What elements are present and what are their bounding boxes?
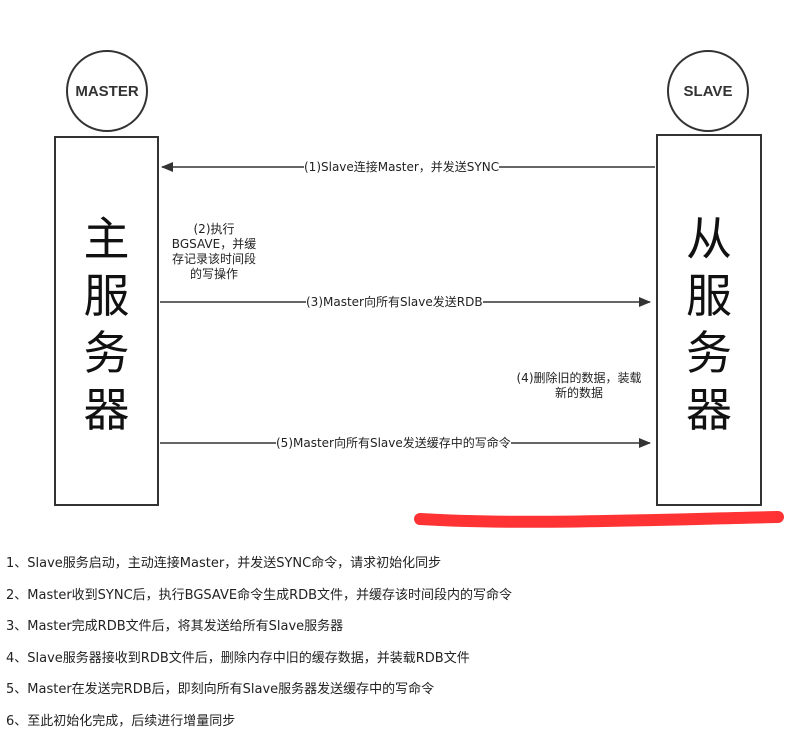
note-master-bgsave: (2)执行 BGSAVE，并缓 存记录该时间段 的写操作 <box>162 222 266 282</box>
step-item: 2、Master收到SYNC后，执行BGSAVE命令生成RDB文件，并缓存该时间… <box>6 587 512 619</box>
red-highlight-stroke <box>420 517 778 522</box>
step-item: 1、Slave服务启动，主动连接Master，并发送SYNC命令，请求初始化同步 <box>6 555 512 587</box>
note-slave-line-2: 新的数据 <box>506 386 652 401</box>
arrow-label-step5: (5)Master向所有Slave发送缓存中的写命令 <box>276 436 511 451</box>
step-item: 4、Slave服务器接收到RDB文件后，删除内存中旧的缓存数据，并装载RDB文件 <box>6 650 512 682</box>
step-item: 6、至此初始化完成，后续进行增量同步 <box>6 713 512 744</box>
note-master-line-3: 存记录该时间段 <box>162 252 266 267</box>
note-master-line-1: (2)执行 <box>162 222 266 237</box>
step-item: 5、Master在发送完RDB后，即刻向所有Slave服务器发送缓存中的写命令 <box>6 681 512 713</box>
note-slave-load: (4)删除旧的数据，装载 新的数据 <box>506 371 652 401</box>
step-item: 3、Master完成RDB文件后，将其发送给所有Slave服务器 <box>6 618 512 650</box>
steps-list: 1、Slave服务启动，主动连接Master，并发送SYNC命令，请求初始化同步… <box>6 555 512 744</box>
note-master-line-2: BGSAVE，并缓 <box>162 237 266 252</box>
note-slave-line-1: (4)删除旧的数据，装载 <box>506 371 652 386</box>
note-master-line-4: 的写操作 <box>162 267 266 282</box>
arrow-label-step1: (1)Slave连接Master，并发送SYNC <box>304 160 499 175</box>
arrow-label-step3: (3)Master向所有Slave发送RDB <box>306 295 483 310</box>
